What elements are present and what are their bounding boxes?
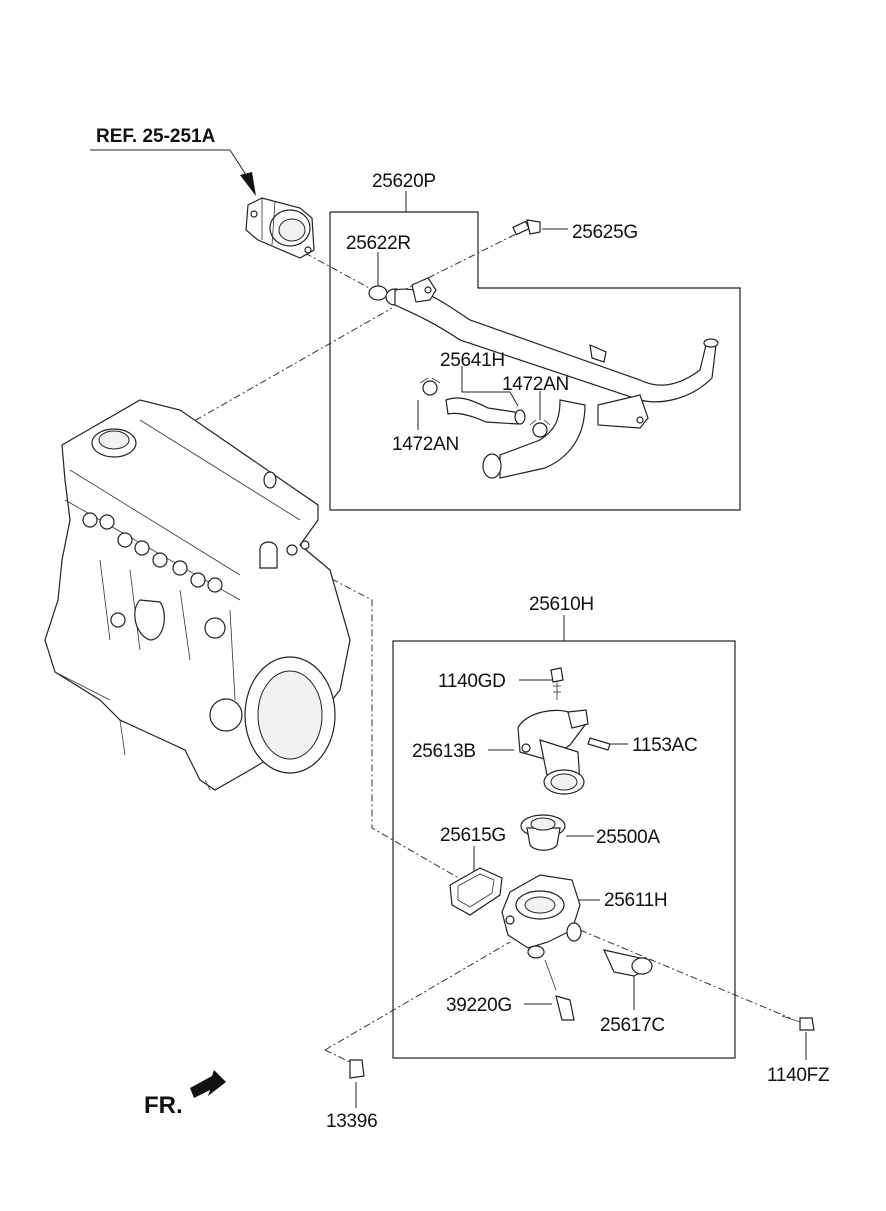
thermostat-housing-25613B — [517, 709, 589, 795]
bolt-1140GD — [550, 667, 564, 700]
dashed-connections — [181, 231, 791, 1063]
label-1153AC: 1153AC — [632, 735, 697, 756]
bolt-25625G — [512, 219, 541, 236]
label-25610H: 25610H — [529, 594, 594, 615]
water-pipe-assembly — [368, 277, 719, 479]
clamp-1472AN-left — [419, 377, 441, 396]
hose-25641H — [445, 397, 526, 425]
label-1140FZ: 1140FZ — [767, 1065, 830, 1086]
label-13396: 13396 — [326, 1111, 377, 1132]
label-25615G: 25615G — [440, 825, 506, 846]
engine-block — [44, 399, 351, 791]
stud-1153AC — [587, 737, 611, 751]
label-1472AN-left: 1472AN — [392, 434, 459, 455]
label-25500A: 25500A — [596, 827, 660, 848]
ref-label: REF. 25-251A — [96, 126, 216, 147]
front-arrow-icon — [190, 1070, 226, 1098]
label-25622R: 25622R — [346, 233, 411, 254]
label-25641H: 25641H — [440, 350, 505, 371]
thermostat-25500A — [520, 814, 566, 851]
front-label: FR. — [144, 1092, 183, 1119]
label-1472AN-right: 1472AN — [502, 374, 569, 395]
leader-lines — [90, 149, 807, 1108]
label-1140GD: 1140GD — [438, 671, 506, 692]
box-25620P — [329, 211, 741, 511]
label-25613B: 25613B — [412, 741, 476, 762]
box-25610H — [392, 640, 736, 1059]
ref-water-outlet — [245, 197, 315, 259]
label-25625G: 25625G — [572, 222, 638, 243]
label-25617C: 25617C — [600, 1015, 665, 1036]
bolt-1140FZ — [781, 1015, 815, 1031]
thermostat-case-25611H — [501, 874, 582, 959]
nut-13396 — [349, 1059, 365, 1079]
pipe-25617C — [602, 949, 653, 977]
label-25611H: 25611H — [604, 890, 667, 911]
gasket-25615G — [449, 867, 503, 916]
clamp-1472AN-right — [529, 419, 551, 438]
label-25620P: 25620P — [372, 171, 436, 192]
label-39220G: 39220G — [446, 995, 512, 1016]
sensor-39220G — [544, 959, 575, 1021]
